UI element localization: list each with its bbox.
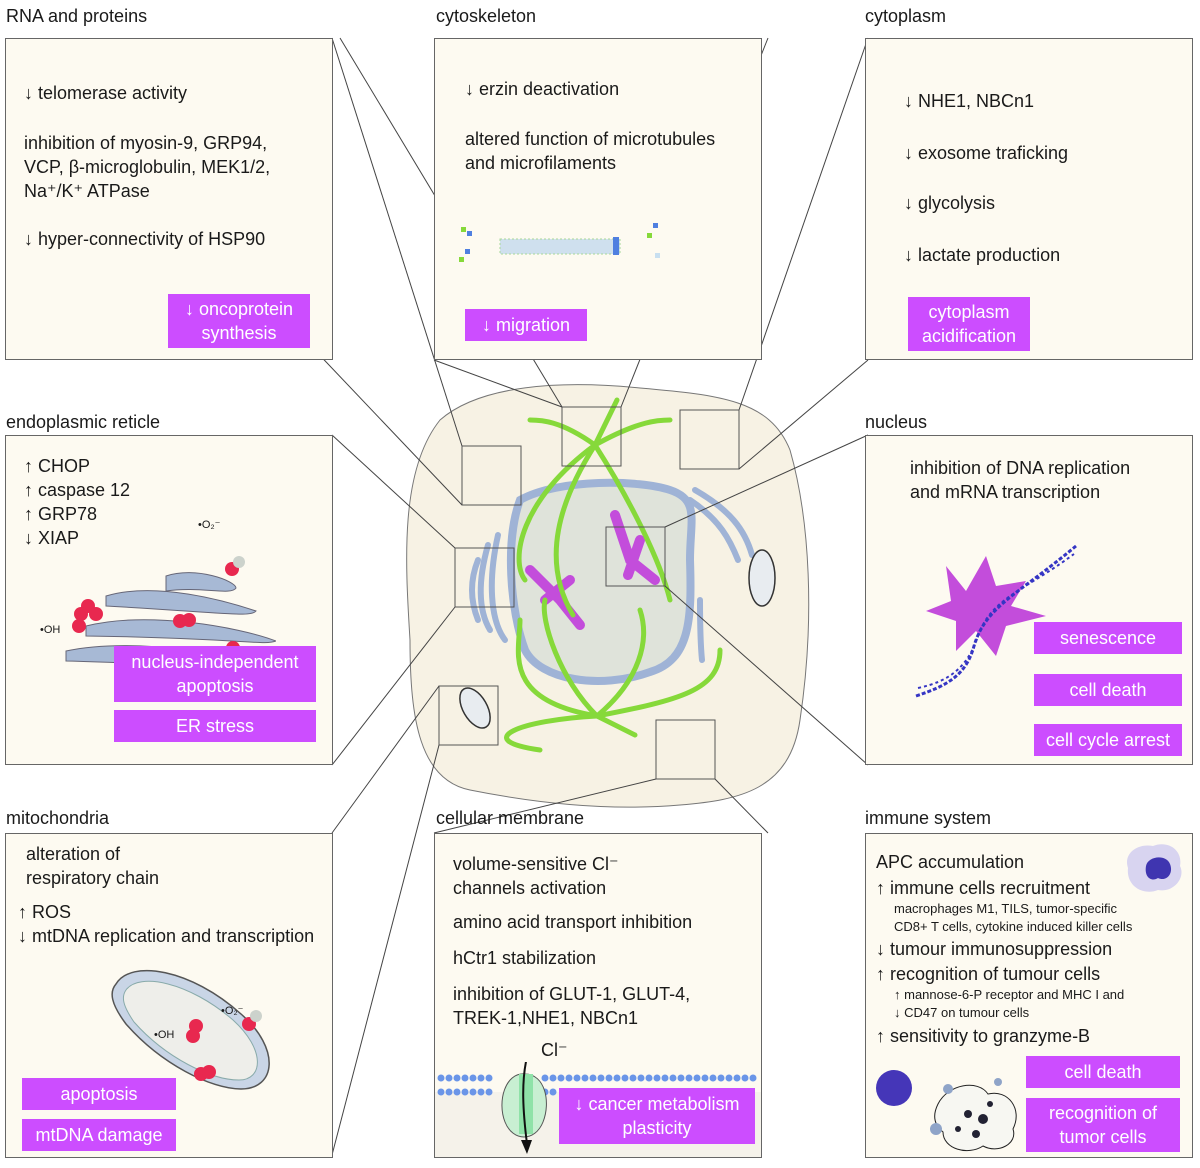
mito-line: ↓ mtDNA replication and transcription: [18, 926, 315, 946]
panel-nucleus: inhibition of DNA replication and mRNA t…: [865, 435, 1193, 765]
golgi-stacks: [469, 487, 755, 663]
outcome-badge-cell-death: cell death: [1034, 674, 1182, 706]
nucleus-line: inhibition of DNA replication: [910, 458, 1131, 478]
panel-title-cytoplasm: cytoplasm: [865, 6, 947, 26]
outcome-badge-cell-death: cell death: [1026, 1056, 1180, 1088]
panel-title-rna: RNA and proteins: [6, 6, 148, 26]
nucleus-line: and mRNA transcription: [910, 482, 1101, 502]
dying-tumor-cell-icon: [930, 1078, 1017, 1151]
cell-membrane-outline: [406, 384, 810, 808]
panel-cellular-membrane: volume-sensitive Cl⁻ channels activation…: [434, 833, 762, 1158]
membrane-line: channels activation: [453, 878, 607, 898]
cytoskeleton-line: ↓ erzin deactivation: [465, 79, 620, 99]
immune-line: ↑ sensitivity to granzyme-B: [876, 1026, 1091, 1046]
outcome-badge-er-stress: ER stress: [114, 710, 316, 742]
rna-line: ↓ telomerase activity: [24, 83, 188, 103]
er-line: ↓ XIAP: [24, 528, 80, 548]
panel-endoplasmic-reticle: ↑ CHOP ↑ caspase 12 ↑ GRP78 ↓ XIAP •O₂⁻ …: [5, 435, 333, 765]
immune-subline: ↓ CD47 on tumour cells: [894, 1005, 1030, 1020]
panel-title-membrane: cellular membrane: [436, 808, 585, 828]
immune-subline: ↑ mannose-6-P receptor and MHC I and: [894, 987, 1125, 1002]
mitochondrion-icon: [459, 687, 491, 729]
rna-line: VCP, β-microglobulin, MEK1/2,: [24, 157, 271, 177]
rna-line: inhibition of myosin-9, GRP94,: [24, 133, 268, 153]
membrane-line: TREK-1,NHE1, NBCn1: [453, 1008, 639, 1028]
dna-damage-icon: [915, 544, 1077, 698]
cytoplasm-line: ↓ lactate production: [904, 245, 1061, 265]
mitochondrion-icon: [748, 549, 776, 607]
outcome-badge-mtdna-damage: mtDNA damage: [22, 1119, 176, 1151]
chromosome: [610, 510, 660, 585]
panel-title-er: endoplasmic reticle: [6, 412, 161, 432]
nuclear-envelope: [506, 478, 696, 685]
microtubule-icon: [459, 223, 660, 262]
membrane-line: hCtr1 stabilization: [453, 948, 597, 968]
outcome-badge-senescence: senescence: [1034, 622, 1182, 654]
immune-line: ↑ recognition of tumour cells: [876, 964, 1101, 984]
hydroxyl-label: •OH: [40, 624, 61, 636]
membrane-line: inhibition of GLUT-1, GLUT-4,: [453, 984, 691, 1004]
immune-line: APC accumulation: [876, 852, 1025, 872]
cytoplasm-line: ↓ exosome traficking: [904, 143, 1069, 163]
panel-cytoskeleton: ↓ erzin deactivation altered function of…: [434, 38, 762, 360]
immune-line: ↓ tumour immunosuppression: [876, 939, 1113, 959]
chromosome: [525, 565, 585, 630]
panel-immune-system: APC accumulation ↑ immune cells recruitm…: [865, 833, 1193, 1158]
lymphocyte-icon: [876, 1070, 912, 1106]
membrane-line: amino acid transport inhibition: [453, 912, 693, 932]
panel-rna-proteins: ↓ telomerase activity inhibition of myos…: [5, 38, 333, 360]
macrophage-icon: [1127, 844, 1182, 892]
mitochondrion-large-icon: [111, 969, 270, 1090]
panel-title-immune: immune system: [865, 808, 992, 828]
mito-line: alteration of: [26, 844, 121, 864]
cytoplasm-line: ↓ glycolysis: [904, 193, 996, 213]
mito-line: respiratory chain: [26, 868, 160, 888]
superoxide-label: •O₂⁻: [198, 519, 221, 531]
outcome-badge-recognition-tumor-cells: recognition of tumor cells: [1026, 1098, 1180, 1152]
er-line: ↑ caspase 12: [24, 480, 131, 500]
outcome-badge-migration: ↓ migration: [465, 309, 587, 341]
hydroxyl-molecule-icon: [72, 607, 88, 633]
outcome-badge-cell-cycle-arrest: cell cycle arrest: [1034, 724, 1182, 756]
hydroxyl-label: •OH: [154, 1029, 175, 1041]
immune-line: ↑ immune cells recruitment: [876, 878, 1091, 898]
panel-cytoplasm: ↓ NHE1, NBCn1 ↓ exosome traficking ↓ gly…: [865, 38, 1193, 360]
immune-subline: CD8+ T cells, cytokine induced killer ce…: [894, 919, 1133, 934]
microtubules: [504, 397, 723, 753]
membrane-line: volume-sensitive Cl⁻: [453, 854, 619, 874]
panel-title-mitochondria: mitochondria: [6, 808, 110, 828]
superoxide-label: •O₂⁻: [221, 1005, 244, 1017]
panel-title-cytoskeleton: cytoskeleton: [436, 6, 537, 26]
outcome-badge-acidification: cytoplasm acidification: [908, 297, 1030, 351]
panel-mitochondria: alteration of respiratory chain ↑ ROS ↓ …: [5, 833, 333, 1158]
cytoplasm-line: ↓ NHE1, NBCn1: [904, 91, 1035, 111]
er-line: ↑ CHOP: [24, 456, 91, 476]
outcome-badge-apoptosis: apoptosis: [22, 1078, 176, 1110]
mito-line: ↑ ROS: [18, 902, 72, 922]
er-line: ↑ GRP78: [24, 504, 98, 524]
rna-line: ↓ hyper-connectivity of HSP90: [24, 229, 266, 249]
cytoskeleton-line: and microfilaments: [465, 153, 617, 173]
rna-line: Na⁺/K⁺ ATPase: [24, 181, 150, 201]
cytoskeleton-line: altered function of microtubules: [465, 129, 716, 149]
zoom-boxes: [438, 406, 740, 780]
panel-title-nucleus: nucleus: [865, 412, 928, 432]
chloride-ion-label: Cl⁻: [541, 1040, 568, 1060]
outcome-badge-nucleus-independent-apoptosis: nucleus-independent apoptosis: [114, 646, 316, 702]
outcome-badge-oncoprotein: ↓ oncoprotein synthesis: [168, 294, 310, 348]
immune-subline: macrophages M1, TILS, tumor-specific: [894, 901, 1118, 916]
outcome-badge-cancer-metabolism-plasticity: ↓ cancer metabolism plasticity: [559, 1088, 755, 1144]
